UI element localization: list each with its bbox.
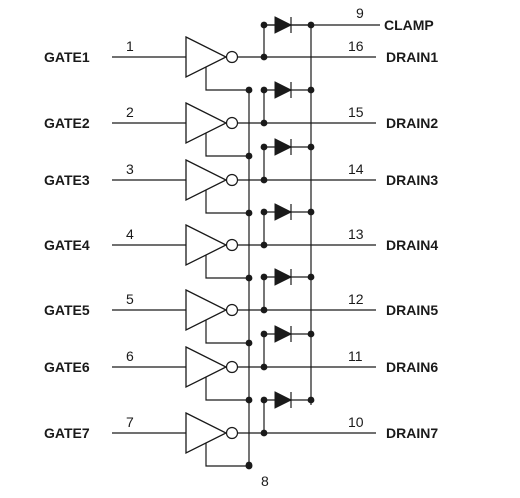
ground-tap-wire (205, 190, 249, 214)
output-pin-number: 10 (348, 414, 364, 430)
input-pin-number: 2 (126, 104, 134, 120)
input-pin-number: 5 (126, 291, 134, 307)
ground-tap-wire (205, 67, 249, 91)
gate-label: GATE4 (44, 237, 90, 253)
drain-label: DRAIN6 (386, 359, 438, 375)
input-pin-number: 1 (126, 38, 134, 54)
drain-label: DRAIN3 (386, 172, 438, 188)
clamp-diode-7-body (274, 391, 293, 409)
diode-1-dot (260, 21, 268, 29)
input-pin-number: 6 (126, 348, 134, 364)
diode-left-dot-5 (260, 273, 268, 281)
input-pin-number: 3 (126, 161, 134, 177)
output-pin-number: 12 (348, 291, 364, 307)
ground-tap-wire (205, 255, 249, 279)
ground-tap-wire (205, 320, 249, 344)
diode-right-dot-5 (307, 273, 315, 281)
inverter-bubble (225, 360, 239, 374)
input-pin-number: 4 (126, 226, 134, 242)
gate-label: GATE1 (44, 49, 90, 65)
drain-label: DRAIN5 (386, 302, 438, 318)
gate-label: GATE3 (44, 172, 90, 188)
inverter-bubble (225, 303, 239, 317)
inverter-bubble (225, 238, 239, 252)
drain-label: DRAIN4 (386, 237, 438, 253)
diode-left-dot-3 (260, 143, 268, 151)
ground-tap-wire (205, 377, 249, 401)
diode-right-dot-4 (307, 208, 315, 216)
inverter-bubble (225, 116, 239, 130)
gate-label: GATE5 (44, 302, 90, 318)
clamp-diode-2-body (274, 81, 293, 99)
common-rails (245, 16, 315, 469)
output-pin-number: 11 (348, 348, 363, 364)
diode-left-dot-4 (260, 208, 268, 216)
clamp-label: CLAMP (384, 17, 434, 33)
output-pin-number: 15 (348, 104, 364, 120)
diode-left-dot-7 (260, 396, 268, 404)
output-pin-number: 14 (348, 161, 364, 177)
gate-label: GATE2 (44, 115, 90, 131)
clamp-diode-3-body (274, 138, 293, 156)
inverter-bubble (225, 426, 239, 440)
ground-tap-wire (205, 443, 249, 467)
clamp-diode-4-body (274, 203, 293, 221)
gate-label: GATE7 (44, 425, 90, 441)
clamp-diode-6-body (274, 325, 293, 343)
ground-pin-number: 8 (261, 473, 269, 489)
gate-label: GATE6 (44, 359, 90, 375)
ground-end-dot (245, 461, 253, 469)
diode-1-wire (263, 24, 311, 57)
diode-left-dot-6 (260, 330, 268, 338)
output-pin-number: 13 (348, 226, 364, 242)
clamp-diode-5-body (274, 268, 293, 286)
diode-right-dot-6 (307, 330, 315, 338)
drain-label: DRAIN1 (386, 49, 438, 65)
diode-right-dot-3 (307, 143, 315, 151)
diode-right-dot-7 (307, 396, 315, 404)
clamp-diode-1-body (274, 16, 293, 34)
diode-right-dot-2 (307, 86, 315, 94)
drain-label: DRAIN7 (386, 425, 438, 441)
inverter-bubble (225, 173, 239, 187)
clamp-pin-number: 9 (356, 5, 364, 21)
output-pin-number: 16 (348, 38, 364, 54)
ground-tap-wire (205, 133, 249, 157)
drain-label: DRAIN2 (386, 115, 438, 131)
inverter-bubble (225, 50, 239, 64)
input-pin-number: 7 (126, 414, 134, 430)
diode-left-dot-2 (260, 86, 268, 94)
